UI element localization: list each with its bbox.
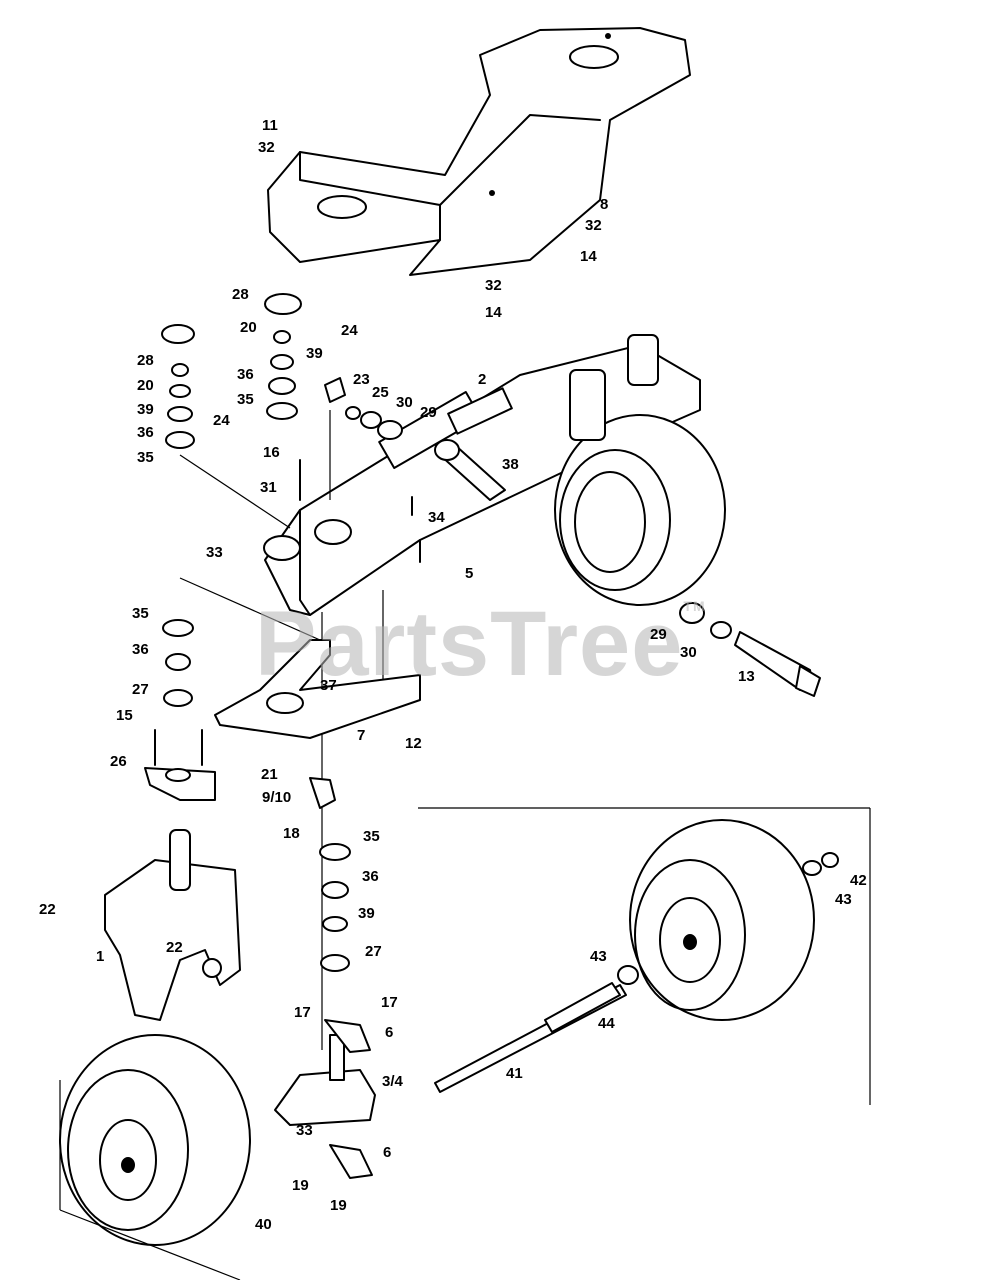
steering-gear-top (144, 729, 216, 801)
callout-30: 30 (396, 394, 413, 411)
callout-22: 22 (166, 939, 183, 956)
callout-28: 28 (232, 286, 249, 303)
callout-13: 13 (738, 668, 755, 685)
axle (434, 982, 627, 1093)
callout-27: 27 (365, 943, 382, 960)
callout-15: 15 (116, 707, 133, 724)
callout-16: 16 (263, 444, 280, 461)
callout-22: 22 (39, 901, 56, 918)
steering-gear-bottom (274, 1019, 376, 1179)
callout-36: 36 (137, 424, 154, 441)
callout-36: 36 (132, 641, 149, 658)
callout-32: 32 (585, 217, 602, 234)
axle-bolt (679, 602, 821, 697)
callout-32: 32 (258, 139, 275, 156)
callout-35: 35 (363, 828, 380, 845)
leader-lines (179, 410, 384, 1050)
callout-36: 36 (362, 868, 379, 885)
callout-39: 39 (306, 345, 323, 362)
callout-17: 17 (294, 1004, 311, 1021)
mount-plate (214, 639, 421, 739)
callout-6: 6 (385, 1024, 394, 1041)
callout-39: 39 (358, 905, 375, 922)
rear-wheel (554, 334, 726, 606)
callout-18: 18 (283, 825, 300, 842)
callout-3-4: 3/4 (382, 1073, 403, 1090)
callout-44: 44 (598, 1015, 615, 1032)
watermark: PartsTreeTM (255, 593, 706, 695)
callout-11: 11 (262, 117, 278, 134)
callout-32: 32 (485, 277, 502, 294)
callout-41: 41 (506, 1065, 523, 1082)
pivot-tube (434, 439, 506, 501)
callout-6: 6 (383, 1144, 392, 1161)
callout-27: 27 (132, 681, 149, 698)
callout-19: 19 (330, 1197, 347, 1214)
callout-31: 31 (260, 479, 277, 496)
callout-20: 20 (137, 377, 154, 394)
callout-30: 30 (680, 644, 697, 661)
callout-35: 35 (132, 605, 149, 622)
shield-plate (267, 27, 691, 276)
callout-37: 37 (320, 677, 337, 694)
callout-38: 38 (502, 456, 519, 473)
callout-24: 24 (341, 322, 358, 339)
callout-8: 8 (600, 196, 609, 213)
callout-12: 12 (405, 735, 422, 752)
callout-25: 25 (372, 384, 389, 401)
callout-9-10: 9/10 (262, 789, 292, 806)
callout-20: 20 (240, 319, 257, 336)
callout-33: 33 (206, 544, 223, 561)
callout-5: 5 (465, 565, 474, 582)
callout-43: 43 (590, 948, 607, 965)
callout-36: 36 (237, 366, 254, 383)
callout-19: 19 (292, 1177, 309, 1194)
callout-23: 23 (353, 371, 370, 388)
bearing-stack-lower (162, 619, 194, 707)
callout-40: 40 (255, 1216, 272, 1233)
callout-14: 14 (580, 248, 597, 265)
callout-1: 1 (96, 948, 105, 965)
bearing-stack-left (161, 324, 195, 449)
callout-24: 24 (213, 412, 230, 429)
callout-21: 21 (261, 766, 278, 783)
caster-fork (104, 829, 241, 1021)
callout-39: 39 (137, 401, 154, 418)
callout-43: 43 (835, 891, 852, 908)
inset-frame (418, 807, 871, 1105)
callout-33: 33 (296, 1122, 313, 1139)
callout-34: 34 (428, 509, 445, 526)
inset-wheel (617, 819, 839, 1021)
callout-35: 35 (237, 391, 254, 408)
callout-7: 7 (357, 727, 366, 744)
frame-hardware (299, 377, 413, 516)
front-wheel (59, 1034, 251, 1280)
spindle-stack (309, 777, 351, 972)
callout-29: 29 (650, 626, 667, 643)
callout-29: 29 (420, 404, 437, 421)
bearing-stack-right (264, 293, 302, 420)
callout-42: 42 (850, 872, 867, 889)
callout-17: 17 (381, 994, 398, 1011)
callout-2: 2 (478, 371, 487, 388)
callout-28: 28 (137, 352, 154, 369)
callout-14: 14 (485, 304, 502, 321)
callout-35: 35 (137, 449, 154, 466)
callout-26: 26 (110, 753, 127, 770)
